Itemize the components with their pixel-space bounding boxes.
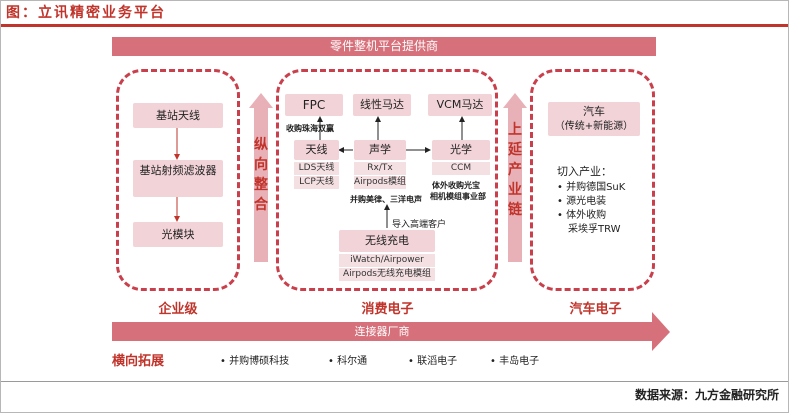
vertical-integration-label: 纵向整合 [254,137,268,213]
wireless-airpods: Airpods无线充电模组 [339,268,435,281]
node-vcm-motor: VCM马达 [428,94,492,116]
auto-group [530,69,655,291]
fpc-note: 收购珠海双赢 [286,124,334,133]
source-note: 数据来源：九方金融研究所 [634,388,779,402]
antenna-lcp: LCP天线 [294,176,339,189]
optics-note-2: 相机模组事业部 [430,192,486,201]
node-auto: 汽车 （传统+新能源） [548,102,640,136]
node-wireless-charging: 无线充电 [339,230,435,252]
acoustic-airpods: Airpods模组 [354,176,406,189]
auto-line-2: （传统+新能源） [554,121,634,132]
consumer-label: 消费电子 [361,302,414,317]
node-antenna: 天线 [294,140,339,160]
enterprise-group [116,69,240,291]
antenna-lds: LDS天线 [294,162,339,175]
figure-title: 图：立讯精密业务平台 [6,5,166,21]
consumer-group [276,69,498,291]
auto-item: 采埃孚TRW [568,224,621,235]
node-optics: 光学 [432,140,490,160]
top-banner: 零件整机平台提供商 [112,37,656,56]
auto-label: 汽车电子 [569,302,622,317]
node-base-station-rf-filter: 基站射频滤波器 [133,160,223,197]
wireless-iwatch: iWatch/Airpower [339,254,435,267]
import-note: 导入高端客户 [392,220,447,230]
title-underline [1,24,788,27]
bottom-banner: 连接器厂商 [354,325,410,338]
optics-ccm: CCM [432,162,490,175]
node-optical-module: 光模块 [133,222,223,247]
node-linear-motor: 线性马达 [353,94,411,116]
footer-divider [1,381,788,382]
auto-item: • 并购德国SuK [557,182,626,193]
node-fpc: FPC [285,94,343,116]
auto-item: • 体外收购 [557,210,607,221]
auto-entry-title: 切入产业： [557,165,612,178]
horizontal-item: • 并购博硕科技 [220,356,290,367]
enterprise-label: 企业级 [158,302,198,317]
horizontal-item: • 科尔通 [328,356,368,367]
horizontal-label: 横向拓展 [112,354,165,369]
node-acoustic: 声学 [354,140,406,160]
extend-chain-label: 上延产业链 [508,122,522,218]
auto-item: • 源光电装 [557,196,607,207]
horizontal-item: • 丰岛电子 [490,356,540,367]
node-base-station-antenna: 基站天线 [133,103,223,128]
auto-line-1: 汽车 [583,105,605,118]
acoustic-rxtx: Rx/Tx [354,162,406,175]
optics-note-1: 体外收购光宝 [432,181,480,190]
acoustic-note: 并购美律、三洋电声 [350,195,422,204]
horizontal-item: • 联滔电子 [408,356,458,367]
